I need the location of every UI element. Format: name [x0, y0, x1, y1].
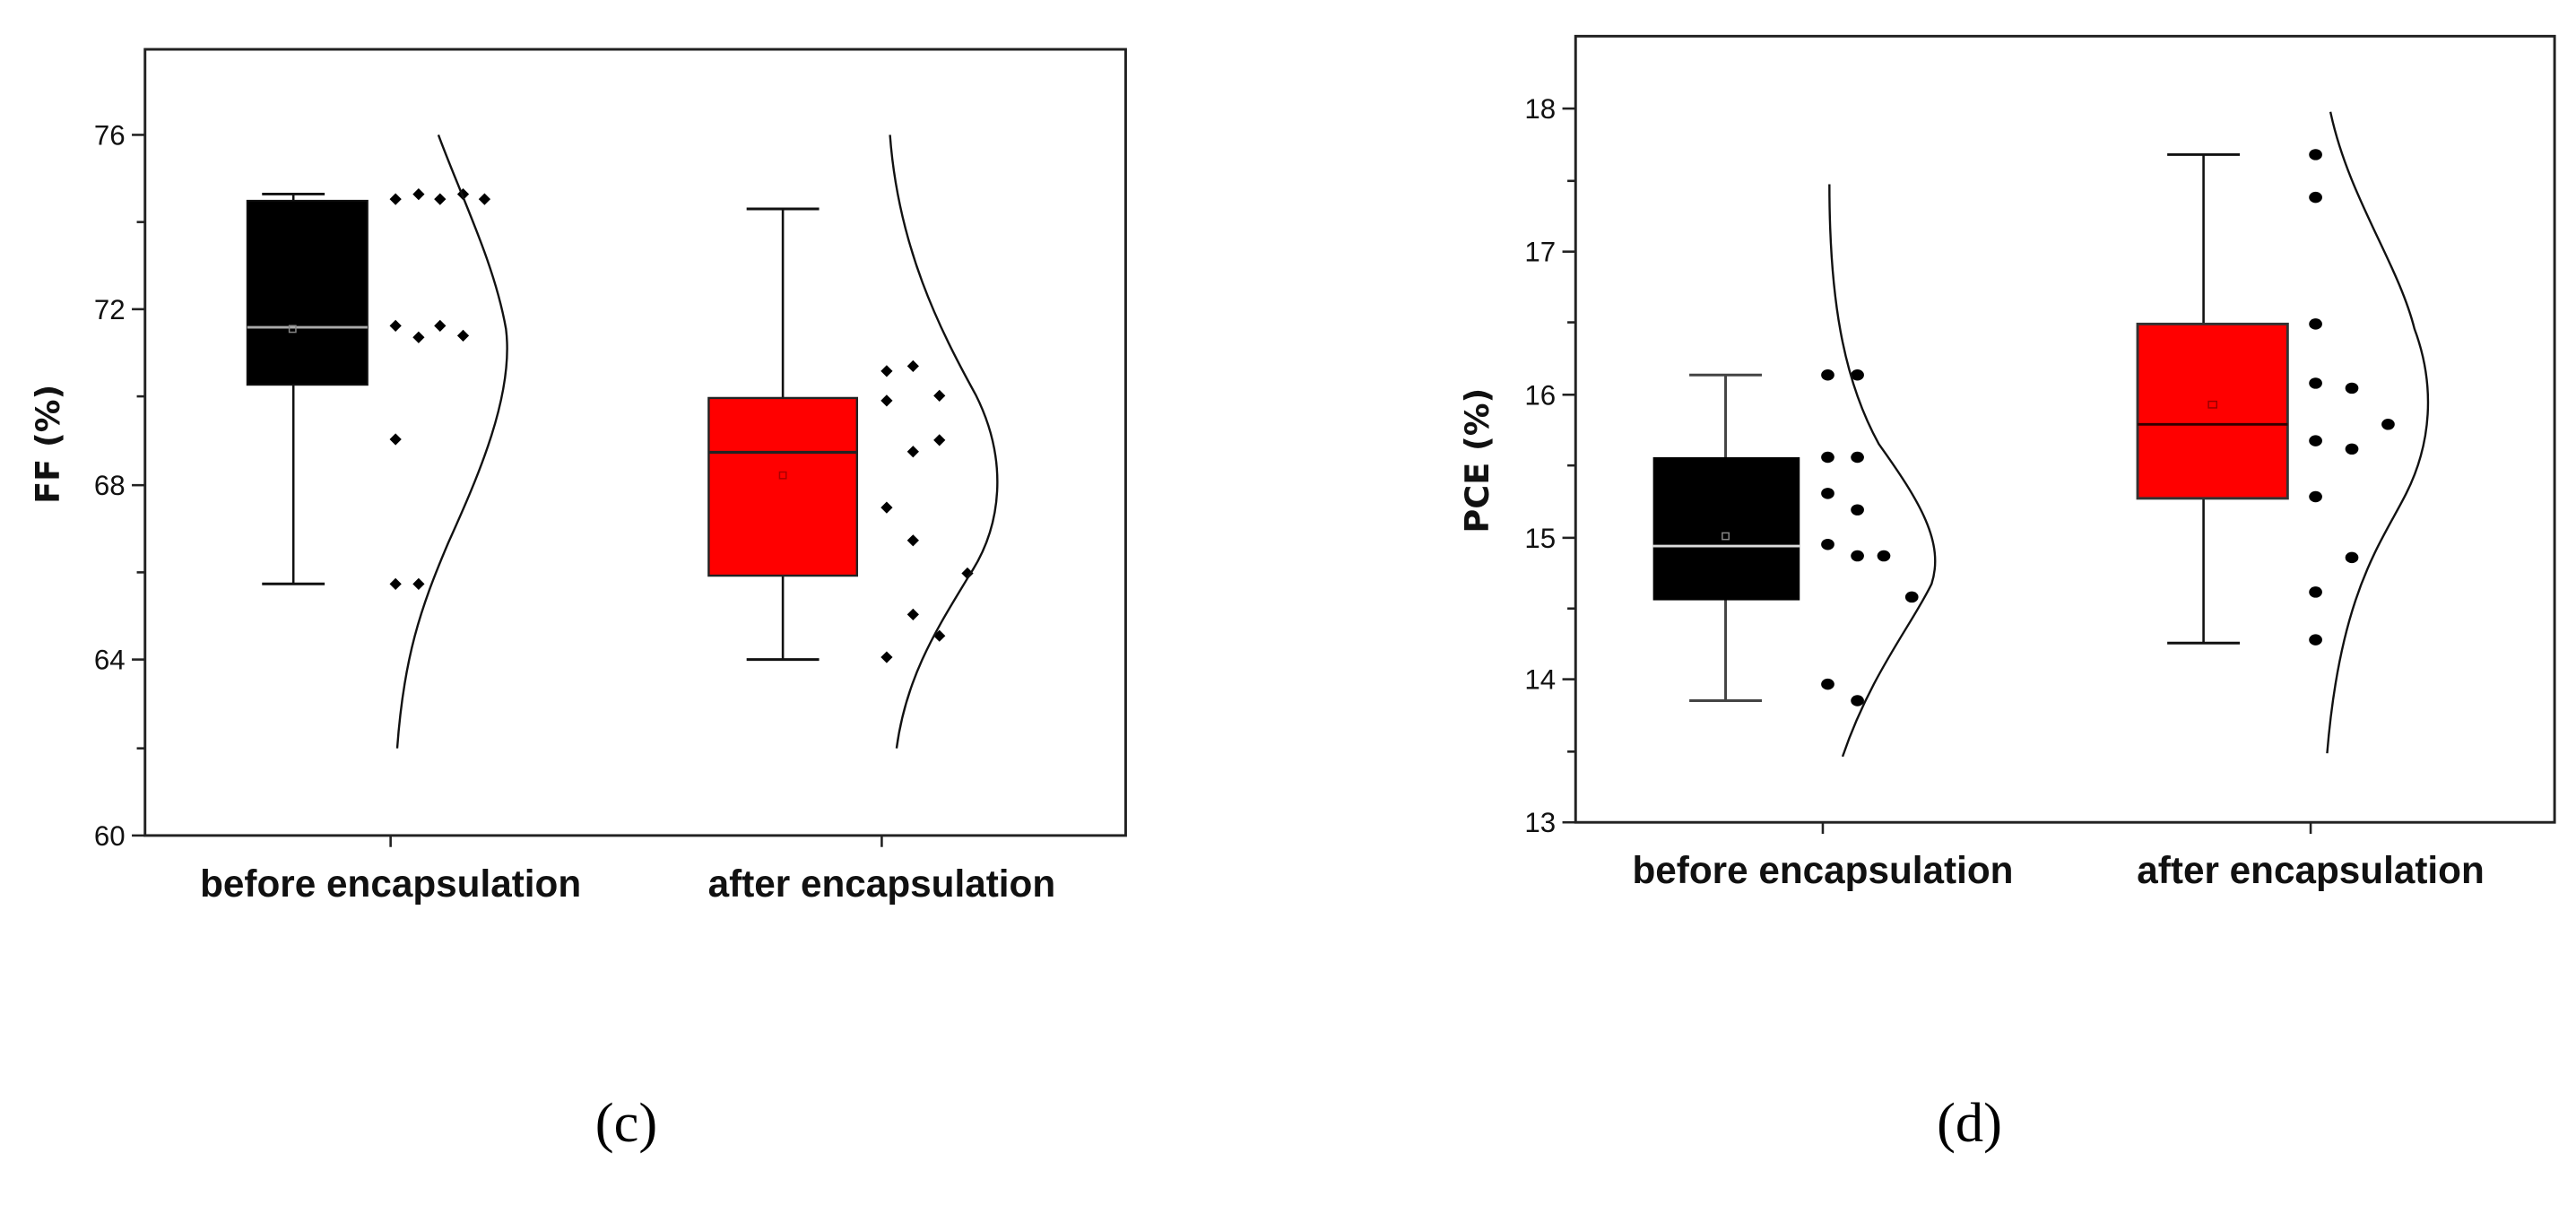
y-axis: [132, 134, 883, 847]
x-category-label: after encapsulation: [708, 862, 1055, 905]
x-category-label: before encapsulation: [200, 862, 581, 905]
plot-frame: [143, 48, 1127, 837]
y-tick-label: 60: [94, 820, 126, 852]
y-tick-label: 15: [1524, 523, 1556, 554]
box-after-encapsulation: [2136, 152, 2289, 645]
y-tick-label: 17: [1524, 237, 1556, 268]
data-points-after: [880, 360, 974, 663]
y-tick-label: 72: [94, 294, 126, 325]
box-before-encapsulation: [246, 192, 369, 585]
y-tick-label: 18: [1524, 93, 1556, 125]
data-points-after: [2309, 149, 2395, 646]
distribution-curve-before: [1828, 184, 1937, 758]
y-tick-label: 13: [1524, 807, 1556, 838]
panel-caption: (c): [595, 1091, 657, 1154]
y-tick-label: 14: [1524, 664, 1556, 696]
mean-marker: [1722, 532, 1730, 541]
y-tick-label: 16: [1524, 379, 1556, 411]
panel-caption: (d): [1937, 1091, 2002, 1154]
box-after-encapsulation: [707, 207, 859, 662]
data-points-before: [389, 188, 491, 591]
panel-c-ff-chart: 60 64 68 72 76 FF (%): [29, 48, 1127, 1154]
panel-d-pce-chart: 13 14 15 16 17 18 PCE (%): [1458, 34, 2556, 1154]
plot-frame: [1574, 34, 2556, 824]
y-axis-title: PCE (%): [1458, 388, 1496, 533]
y-tick-label: 64: [94, 645, 126, 676]
box-before-encapsulation: [1652, 373, 1800, 702]
distribution-curve-after: [889, 134, 999, 749]
mean-marker: [288, 325, 297, 334]
x-category-label: before encapsulation: [1632, 849, 2013, 891]
x-category-label: after encapsulation: [2137, 849, 2484, 891]
mean-marker: [2207, 400, 2218, 409]
y-axis-title: FF (%): [29, 385, 67, 504]
distribution-curve-before: [395, 134, 508, 749]
y-axis: [1562, 107, 2312, 835]
y-tick-label: 76: [94, 119, 126, 151]
mean-marker: [778, 471, 787, 480]
data-points-before: [1821, 369, 1919, 706]
y-tick-label: 68: [94, 470, 126, 501]
distribution-curve-after: [2326, 111, 2430, 754]
